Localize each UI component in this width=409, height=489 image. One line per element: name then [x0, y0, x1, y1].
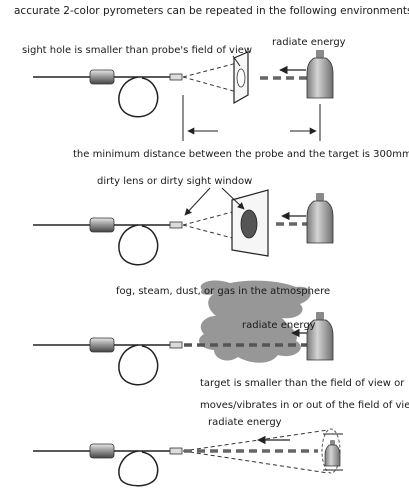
- page-title: accurate 2-color pyrometers can be repea…: [14, 5, 409, 17]
- target-bottle-small: [324, 440, 341, 467]
- field-of-view: [182, 209, 241, 241]
- fog-cloud: [199, 280, 311, 363]
- label-min-distance: the minimum distance between the probe a…: [73, 149, 409, 160]
- label-small-line2: moves/vibrates in or out of the field of…: [200, 400, 409, 411]
- label-radiate-4: radiate energy: [208, 417, 282, 428]
- probe-assembly: [33, 337, 183, 386]
- target-bottle: [306, 193, 334, 244]
- sight-hole: [236, 68, 246, 88]
- target-bottle: [306, 50, 334, 99]
- panel-fog: fog, steam, dust, or gas in the atmosphe…: [33, 280, 334, 386]
- probe-assembly: [33, 217, 183, 266]
- probe-assembly: [33, 69, 183, 118]
- label-radiate-1: radiate energy: [272, 37, 346, 48]
- label-small-line1: target is smaller than the field of view…: [200, 378, 405, 389]
- dirt-spot: [240, 209, 258, 239]
- pointer-sight-hole: [232, 55, 241, 67]
- panel-small-target: target is smaller than the field of view…: [33, 378, 409, 487]
- panel-sight-hole: sight hole is smaller than probe's field…: [22, 37, 409, 160]
- target-bottle: [306, 312, 334, 361]
- field-of-view: [182, 429, 329, 474]
- probe-assembly: [33, 443, 183, 487]
- field-of-view-spot: [321, 428, 341, 474]
- label-dirty: dirty lens or dirty sight window: [97, 176, 252, 187]
- pointer-dirty-lens: [184, 187, 211, 216]
- label-radiate-3: radiate energy: [242, 320, 316, 331]
- panel-dirty-lens: dirty lens or dirty sight window: [33, 176, 334, 266]
- label-fog: fog, steam, dust, or gas in the atmosphe…: [116, 286, 330, 297]
- label-sight-hole: sight hole is smaller than probe's field…: [22, 45, 252, 56]
- pointer-dirty-window: [221, 187, 245, 210]
- field-of-view: [182, 62, 238, 93]
